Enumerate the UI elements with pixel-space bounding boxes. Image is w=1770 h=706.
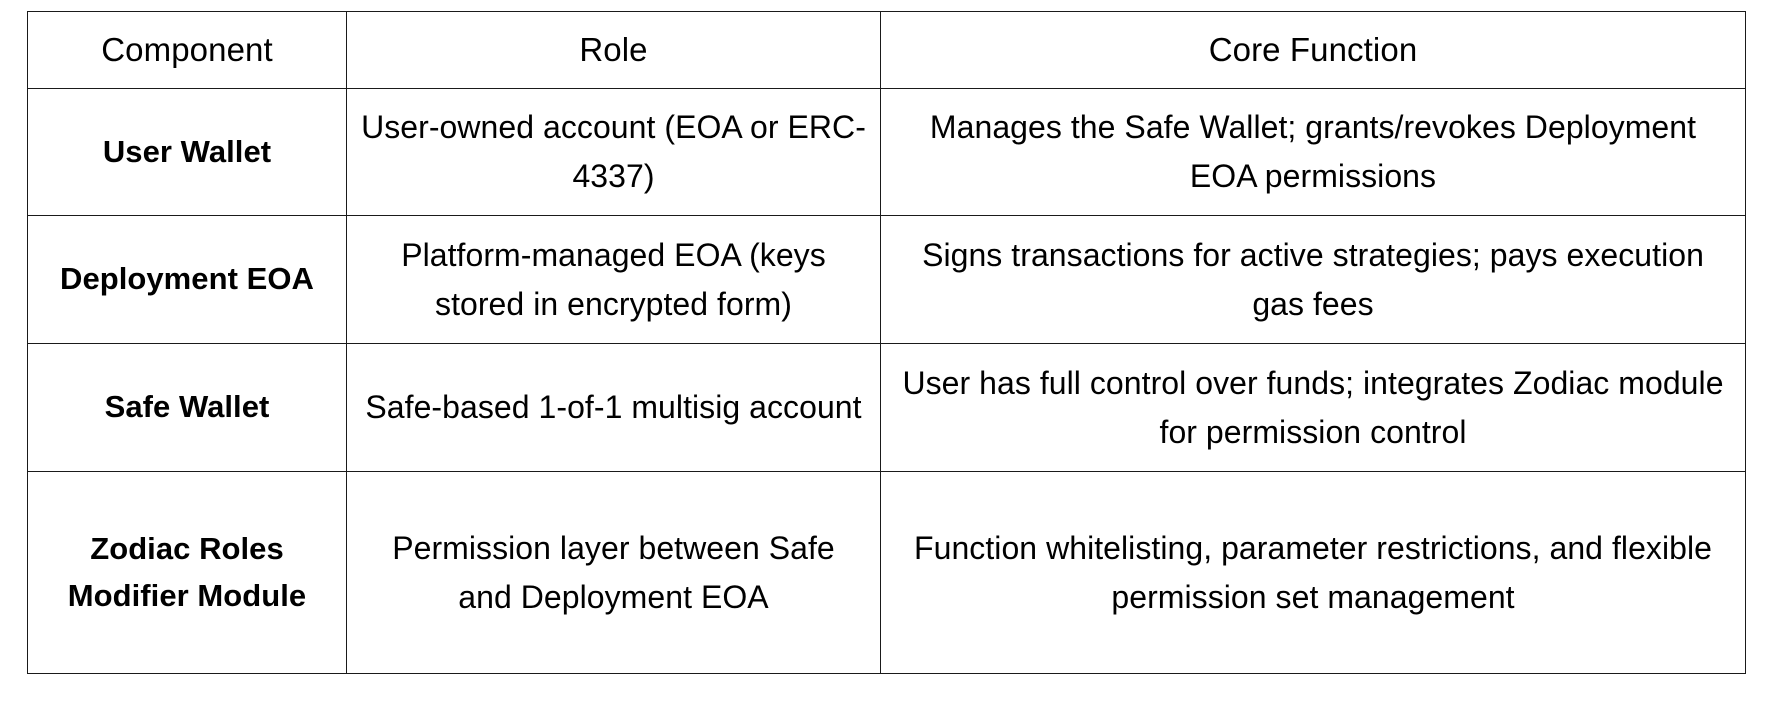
- table-container: Component Role Core Function User Wallet…: [27, 11, 1746, 674]
- table-row: Safe Wallet Safe-based 1-of-1 multisig a…: [27, 343, 1746, 472]
- cell-component: User Wallet: [27, 88, 347, 216]
- column-header-core-function: Core Function: [880, 11, 1746, 89]
- cell-role: Platform-managed EOA (keys stored in enc…: [346, 215, 881, 344]
- cell-core-function: Signs transactions for active strategies…: [880, 215, 1746, 344]
- table-row: User Wallet User-owned account (EOA or E…: [27, 88, 1746, 216]
- table-header: Component Role Core Function: [27, 11, 1746, 89]
- architecture-components-table: Component Role Core Function User Wallet…: [27, 11, 1746, 674]
- cell-role: User-owned account (EOA or ERC-4337): [346, 88, 881, 216]
- cell-core-function: Function whitelisting, parameter restric…: [880, 471, 1746, 674]
- cell-component: Deployment EOA: [27, 215, 347, 344]
- cell-role: Permission layer between Safe and Deploy…: [346, 471, 881, 674]
- cell-component: Zodiac Roles Modifier Module: [27, 471, 347, 674]
- cell-core-function: Manages the Safe Wallet; grants/revokes …: [880, 88, 1746, 216]
- table-body: User Wallet User-owned account (EOA or E…: [27, 88, 1746, 674]
- table-row: Deployment EOA Platform-managed EOA (key…: [27, 215, 1746, 344]
- cell-component: Safe Wallet: [27, 343, 347, 472]
- table-header-row: Component Role Core Function: [27, 11, 1746, 89]
- cell-role: Safe-based 1-of-1 multisig account: [346, 343, 881, 472]
- table-row: Zodiac Roles Modifier Module Permission …: [27, 471, 1746, 674]
- column-header-component: Component: [27, 11, 347, 89]
- column-header-role: Role: [346, 11, 881, 89]
- cell-core-function: User has full control over funds; integr…: [880, 343, 1746, 472]
